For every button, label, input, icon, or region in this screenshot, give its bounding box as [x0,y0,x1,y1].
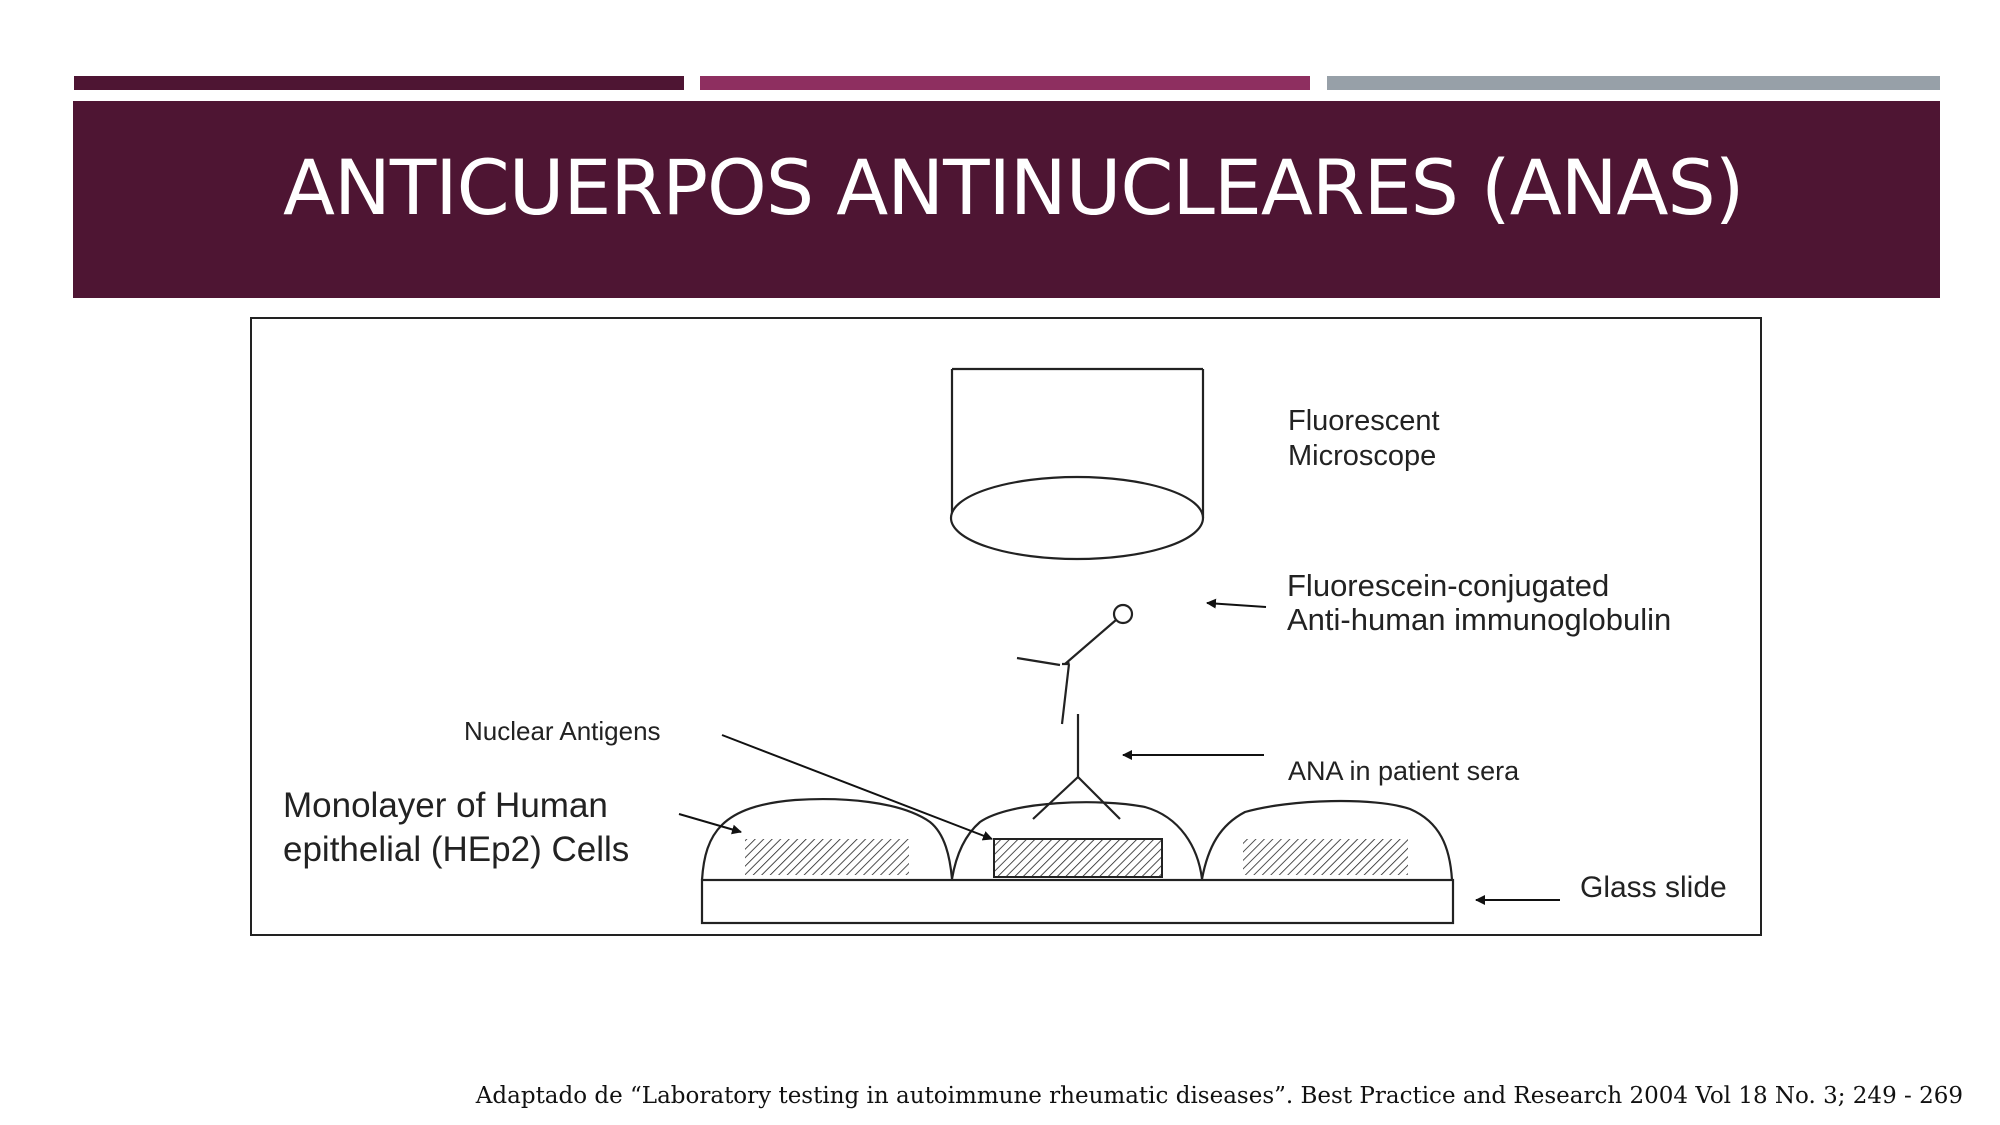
hep2-cell-icon [700,798,1454,881]
microscope-label-line1: Fluorescent [1288,405,1440,437]
accent-bar-gray [1327,76,1940,90]
ana-label: ANA in patient sera [1288,756,1520,786]
microscope-label-line2: Microscope [1288,440,1436,472]
slide-title: ANTICUERPOS ANTINUCLEARES (ANAS) [283,143,1744,232]
ana-diagram: Fluorescent Microscope Fluorescein-conju… [250,317,1762,936]
accent-bar-magenta [700,76,1310,90]
monolayer-arrow [678,813,742,835]
antibody-icon [1032,714,1121,820]
monolayer-label-line2: epithelial (HEp2) Cells [283,830,629,869]
accent-bar-dark [74,76,684,90]
fluorescein-conjugate-icon [1016,603,1134,725]
conjugate-label-line1: Fluorescein-conjugated [1287,568,1609,603]
monolayer-label-line1: Monolayer of Human [283,786,608,825]
nuclear-antigens-label: Nuclear Antigens [464,716,661,746]
nuclear-antigen-patch-left [745,839,909,875]
glass-slide-icon [700,878,1455,925]
citation: Adaptado de “Laboratory testing in autoi… [475,1083,1963,1109]
microscope-objective-icon [949,367,1205,561]
nuclear-antigen-patch-right [1243,839,1408,875]
conjugate-label-line2: Anti-human immunoglobulin [1287,602,1671,637]
figure-frame [250,317,1762,936]
nuclear-antigens-arrow [721,734,993,841]
nuclear-antigen-patch-center [993,838,1163,878]
glass-slide-label: Glass slide [1580,871,1727,904]
title-band: ANTICUERPOS ANTINUCLEARES (ANAS) [73,101,1940,298]
conjugate-arrow [1206,598,1267,609]
ana-diagram-figure: Fluorescent Microscope Fluorescein-conju… [250,317,1762,936]
